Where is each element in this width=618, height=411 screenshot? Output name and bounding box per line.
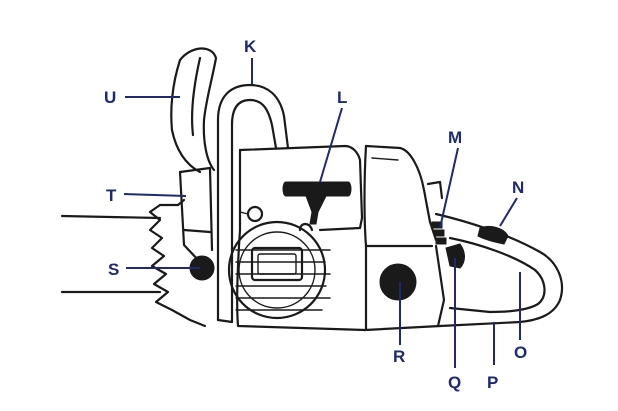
throttle-lockout-n bbox=[477, 225, 509, 245]
label-m: M bbox=[448, 128, 462, 147]
label-n: N bbox=[512, 178, 524, 197]
starter-handle bbox=[282, 181, 352, 225]
label-p: P bbox=[487, 373, 498, 392]
label-o: O bbox=[514, 343, 527, 362]
rear-handle bbox=[363, 212, 564, 332]
front-handle bbox=[216, 83, 290, 324]
engine-housing bbox=[227, 144, 367, 332]
knob-r bbox=[379, 263, 417, 301]
switch-m bbox=[431, 221, 447, 245]
trigger-q bbox=[445, 243, 465, 269]
label-l: L bbox=[337, 88, 347, 107]
label-u: U bbox=[104, 88, 116, 107]
chain-brake-front-guard bbox=[178, 166, 214, 264]
label-t: T bbox=[106, 186, 117, 205]
label-k: K bbox=[244, 37, 257, 56]
carburetor-cover bbox=[363, 144, 444, 332]
label-r: R bbox=[393, 347, 405, 366]
label-q: Q bbox=[448, 373, 461, 392]
callout-labels: K U L M N T S R O Q P bbox=[104, 37, 527, 392]
leader-lines bbox=[123, 58, 521, 368]
label-s: S bbox=[108, 260, 119, 279]
handle-top bbox=[170, 47, 218, 174]
guide-bar bbox=[60, 198, 207, 328]
